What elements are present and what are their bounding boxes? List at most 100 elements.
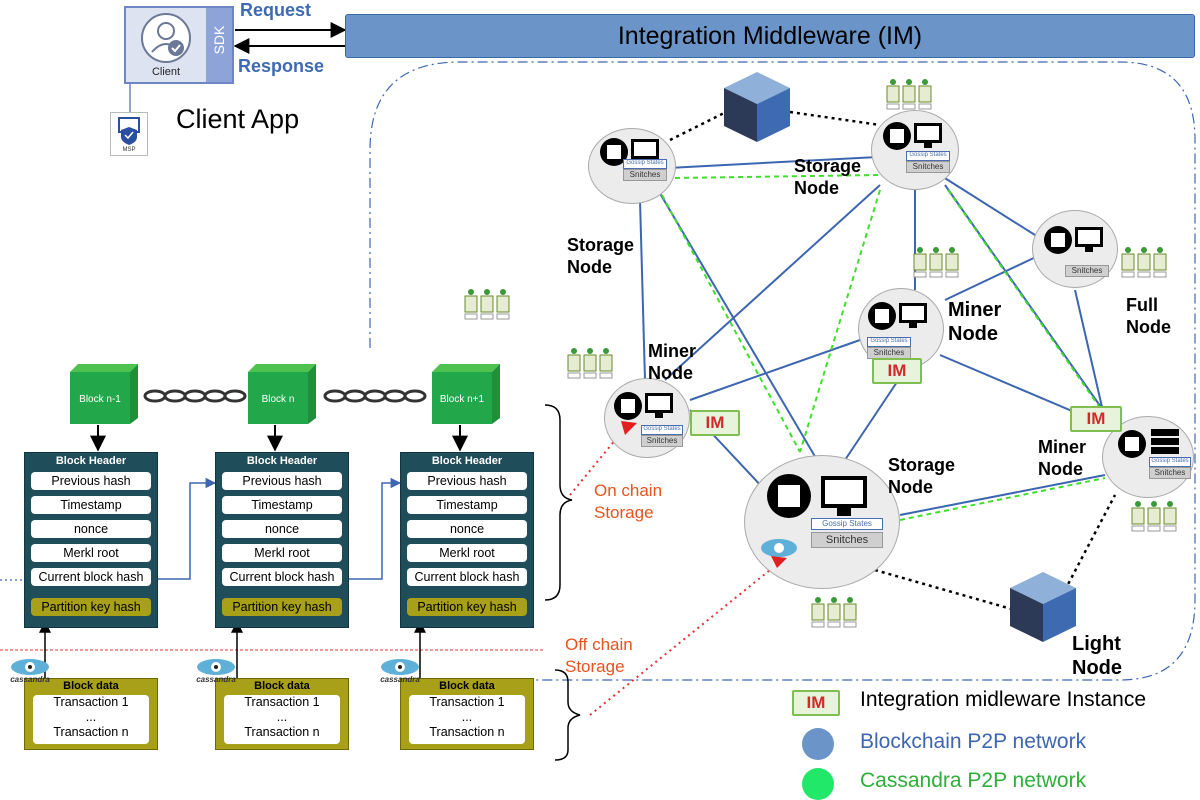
link-blue <box>899 474 1106 516</box>
block-header-title: Block Header <box>431 455 503 467</box>
label-line: Node <box>648 363 693 383</box>
transaction-row: Transaction 1 <box>53 695 129 709</box>
legend-im-badge: IM <box>792 690 840 716</box>
block-cube: Block n <box>248 364 316 424</box>
ledger-docs-icon <box>464 289 510 320</box>
link-blue <box>944 254 1041 301</box>
transaction-row: Transaction n <box>53 725 129 739</box>
cassandra-label: cassandra <box>196 675 236 684</box>
label-line: Storage <box>794 156 862 176</box>
label-line: Miner <box>648 341 697 361</box>
label-line: Storage <box>565 657 625 676</box>
server-icon <box>868 302 927 330</box>
label-line: Storage <box>567 235 635 255</box>
snitches-bar: Snitches <box>623 169 667 181</box>
link-blue <box>939 174 1036 236</box>
ledger-docs-icon <box>1131 501 1177 532</box>
red-marker-icon <box>621 421 637 435</box>
link-blue <box>629 154 916 171</box>
label-line: Miner <box>1038 437 1087 457</box>
header-row: Merkl root <box>407 544 527 562</box>
server-icon <box>614 392 673 420</box>
block-label: Block n+1 <box>440 394 485 405</box>
label-line: Storage <box>888 455 956 475</box>
ledger-docs-icon <box>567 348 613 379</box>
header-row: Current block hash <box>31 568 151 586</box>
cassandra-logo: cassandra <box>10 658 50 684</box>
label-line: Node <box>888 477 933 497</box>
header-row: Current block hash <box>222 568 342 586</box>
server-icon <box>883 122 942 150</box>
transaction-row: ... <box>276 710 288 724</box>
client-box: Client SDK <box>124 6 234 84</box>
snitches-bar: Snitches <box>641 435 683 447</box>
label-line: Node <box>1126 317 1171 337</box>
miner-node-center: Gossip States Snitches <box>858 288 944 370</box>
label-line: Off chain <box>565 635 633 654</box>
msp-shield-icon <box>118 117 140 145</box>
cassandra-label: cassandra <box>380 675 420 684</box>
link-green <box>674 174 881 179</box>
link-blue <box>664 184 881 381</box>
server-icon <box>767 474 867 518</box>
link-blue <box>639 199 646 381</box>
transaction-row: Transaction 1 <box>244 695 320 709</box>
gossip-bar: Gossip States <box>867 337 911 347</box>
block-cube: Block n+1 <box>432 364 500 424</box>
msp-box: MSP <box>110 112 148 156</box>
snitches-bar: Snitches <box>1149 467 1191 479</box>
legend-cassandra-text: Cassandra P2P network <box>860 769 1087 792</box>
link-light <box>789 110 881 127</box>
offchain-brace <box>554 669 581 761</box>
transaction-row: Transaction n <box>429 725 505 739</box>
server-icon <box>1044 226 1103 254</box>
snitches-bar: Snitches <box>906 161 950 173</box>
block-header-title: Block Header <box>246 455 318 467</box>
snitches-bar: Snitches <box>1065 265 1109 277</box>
cassandra-label: cassandra <box>10 675 50 684</box>
block-header-column: Block Header Previous hash Timestamp non… <box>24 452 158 628</box>
hash-link-2 <box>343 477 402 580</box>
label-line: Node <box>794 178 839 198</box>
link-blue <box>844 369 906 461</box>
header-row: Previous hash <box>31 472 151 490</box>
label-line: Light <box>1072 633 1121 655</box>
annotation-offchain-link <box>589 569 771 716</box>
link-green <box>799 189 881 453</box>
gossip-bar: Gossip States <box>641 425 683 435</box>
header-row: nonce <box>222 520 342 538</box>
block-label: Block n-1 <box>79 394 121 405</box>
sdk-label: SDK <box>211 25 227 55</box>
msp-label: MSP <box>122 147 136 153</box>
hash-link-1 <box>148 477 217 580</box>
response-label: Response <box>238 56 325 76</box>
chain-links-2 <box>323 389 427 403</box>
label-line: Storage <box>594 503 654 522</box>
gossip-bar: Gossip States <box>906 151 950 161</box>
cassandra-eye-icon <box>11 659 49 675</box>
block-data-box: Block data Transaction 1 ... Transaction… <box>400 678 534 750</box>
sdk-strip: SDK <box>206 8 232 82</box>
storage-node-top-right: Gossip States Snitches <box>871 110 959 190</box>
transaction-row: ... <box>85 710 97 724</box>
block-header-title: Block Header <box>55 455 127 467</box>
label-line: On chain <box>594 481 663 500</box>
ledger-docs-icon <box>886 79 932 110</box>
label-line: Full <box>1126 295 1158 315</box>
client-panel: Client <box>126 8 206 82</box>
im-instance-badge: IM <box>872 358 922 384</box>
block-header-column: Block Header Previous hash Timestamp non… <box>215 452 349 628</box>
link-green <box>947 189 1106 416</box>
im-instance-badge: IM <box>1070 406 1122 432</box>
server-icon <box>1118 429 1179 458</box>
transaction-row: ... <box>461 710 473 724</box>
header-row: Current block hash <box>407 568 527 586</box>
light-node-cube <box>1010 572 1076 642</box>
